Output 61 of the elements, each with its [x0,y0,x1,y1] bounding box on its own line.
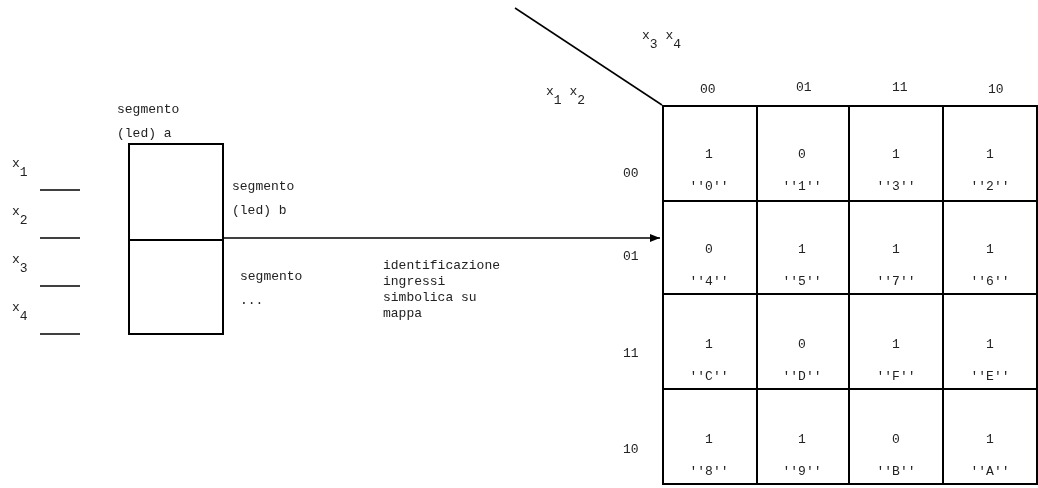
cell-value: 1 [985,147,995,162]
column-header: 10 [988,81,1004,99]
column-header: 00 [700,81,716,99]
cell-index: ''7'' [875,274,917,289]
cell-index: ''B'' [875,464,917,479]
cell-index: ''1'' [781,179,823,194]
cell-index: ''E'' [969,369,1011,384]
cell-index: ''4'' [688,274,730,289]
cell-index: ''A'' [969,464,1011,479]
map-cell [756,200,850,295]
cell-index: ''2'' [969,179,1011,194]
row-header: 01 [623,248,639,266]
map-cell [944,105,1038,202]
cell-value: 1 [797,432,807,447]
cell-index: ''0'' [688,179,730,194]
cell-index: ''3'' [875,179,917,194]
cell-value: 1 [704,147,714,162]
cell-value: 1 [704,432,714,447]
map-cell [850,295,944,390]
cell-index: ''6'' [969,274,1011,289]
cell-index: ''D'' [781,369,823,384]
cell-value: 1 [985,432,995,447]
row-header: 00 [623,165,639,183]
map-cell [662,390,758,485]
cell-index: ''8'' [688,464,730,479]
map-cell [850,105,944,202]
cell-index: ''C'' [688,369,730,384]
row-header: 10 [623,441,639,459]
cell-value: 0 [797,337,807,352]
segment-label: segmento (led) b [232,178,296,220]
cell-value: 0 [891,432,901,447]
cell-index: ''F'' [875,369,917,384]
cell-index: ''5'' [781,274,823,289]
cell-index: ''9'' [781,464,823,479]
map-cell [756,295,850,390]
cell-value: 1 [891,337,901,352]
cell-value: 0 [704,242,714,257]
column-header: 01 [796,79,812,97]
cell-value: 1 [985,242,995,257]
karnaugh-map [662,105,1038,485]
map-cell [850,390,944,485]
map-cell [756,105,850,202]
row-header: 11 [623,345,639,363]
segment-label: segmento (led) a [117,101,181,143]
column-header: 11 [892,79,908,97]
map-cell [662,295,758,390]
segment-label: segmento ... [240,268,304,310]
cell-value: 1 [797,242,807,257]
cell-value: 1 [891,147,901,162]
map-cell [662,200,758,295]
display-drawing [128,143,224,335]
map-cell [944,390,1038,485]
map-cell [944,295,1038,390]
cell-value: 0 [797,147,807,162]
map-cell [756,390,850,485]
cell-value: 1 [891,242,901,257]
map-cell [850,200,944,295]
cell-value: 1 [985,337,995,352]
cell-value: 1 [704,337,714,352]
map-cell [662,105,758,202]
map-cell [944,200,1038,295]
